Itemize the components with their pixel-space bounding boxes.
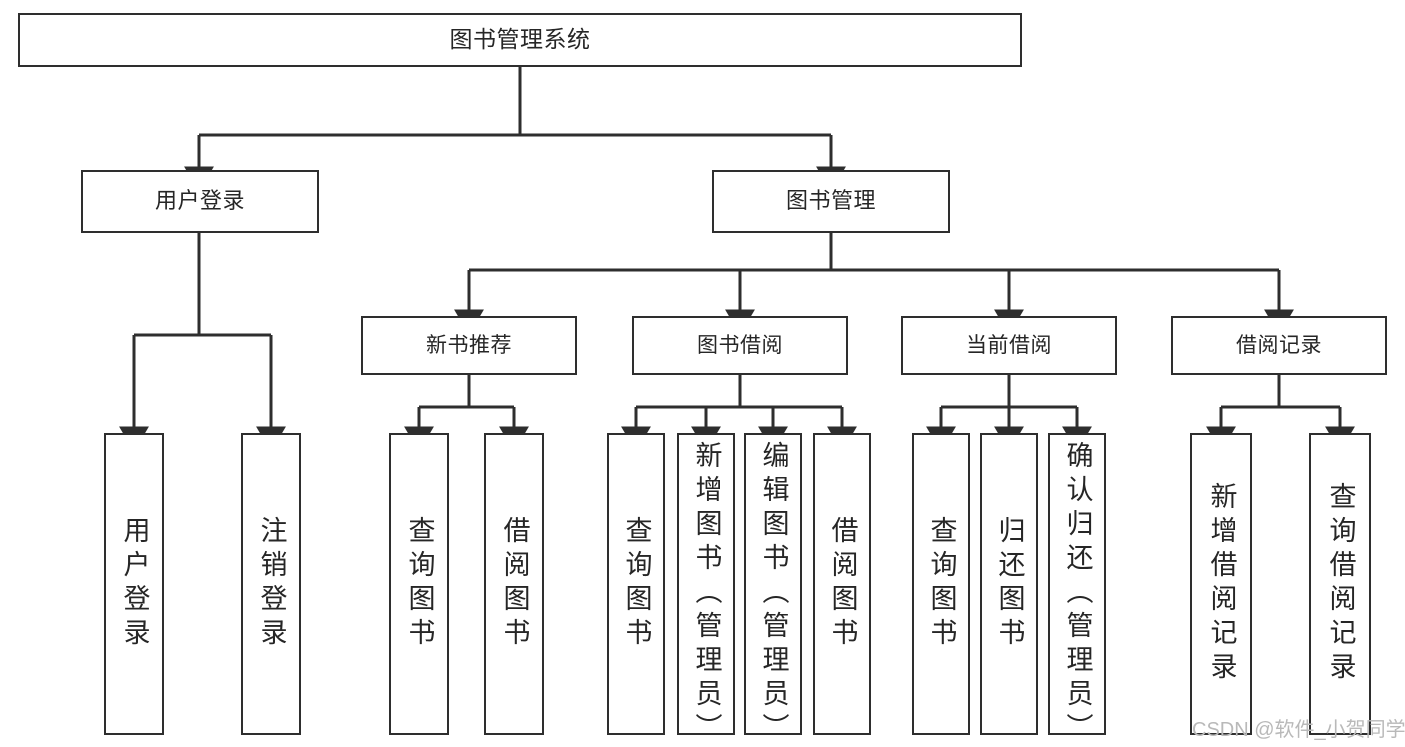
node-leaf-add-record-label: 新增借阅记录 (1206, 482, 1237, 686)
node-leaf-borrow-book-2-label: 借阅图书 (827, 516, 858, 652)
node-leaf-add-record[interactable]: 新增借阅记录 (1190, 433, 1252, 735)
node-leaf-confirm-return-label: 确认归还（管理员） (1062, 441, 1093, 747)
node-leaf-query-book-3-label: 查询图书 (926, 516, 957, 652)
node-book-management-label: 图书管理 (785, 188, 876, 214)
node-root-label: 图书管理系统 (449, 26, 591, 53)
node-leaf-logout-login[interactable]: 注销登录 (241, 433, 301, 735)
node-leaf-add-book[interactable]: 新增图书（管理员） (677, 433, 735, 747)
node-book-management[interactable]: 图书管理 (712, 170, 950, 233)
node-new-book-recommend-label: 新书推荐 (426, 333, 512, 357)
node-leaf-borrow-book-1[interactable]: 借阅图书 (484, 433, 544, 735)
node-book-borrow-label: 图书借阅 (697, 333, 783, 357)
node-borrow-record[interactable]: 借阅记录 (1171, 316, 1387, 375)
node-leaf-return-book[interactable]: 归还图书 (980, 433, 1038, 735)
node-leaf-borrow-book-1-label: 借阅图书 (499, 516, 530, 652)
node-leaf-edit-book-label: 编辑图书（管理员） (758, 441, 789, 747)
node-leaf-logout-login-label: 注销登录 (256, 516, 287, 652)
node-leaf-borrow-book-2[interactable]: 借阅图书 (813, 433, 871, 735)
node-borrow-record-label: 借阅记录 (1236, 333, 1322, 357)
node-current-borrow[interactable]: 当前借阅 (901, 316, 1117, 375)
node-leaf-add-book-label: 新增图书（管理员） (691, 441, 722, 747)
node-book-borrow[interactable]: 图书借阅 (632, 316, 848, 375)
node-leaf-query-record[interactable]: 查询借阅记录 (1309, 433, 1371, 735)
node-leaf-confirm-return[interactable]: 确认归还（管理员） (1048, 433, 1106, 747)
node-leaf-user-login[interactable]: 用户登录 (104, 433, 164, 735)
node-user-login[interactable]: 用户登录 (81, 170, 319, 233)
node-leaf-query-book-1[interactable]: 查询图书 (389, 433, 449, 735)
node-user-login-label: 用户登录 (154, 188, 245, 214)
node-current-borrow-label: 当前借阅 (966, 333, 1052, 357)
node-root[interactable]: 图书管理系统 (18, 13, 1022, 67)
node-leaf-query-book-2-label: 查询图书 (621, 516, 652, 652)
node-leaf-return-book-label: 归还图书 (994, 516, 1025, 652)
watermark-text: CSDN @软件_小贺同学 (1192, 719, 1405, 741)
node-leaf-edit-book[interactable]: 编辑图书（管理员） (744, 433, 802, 747)
node-leaf-query-book-3[interactable]: 查询图书 (912, 433, 970, 735)
node-leaf-query-book-2[interactable]: 查询图书 (607, 433, 665, 735)
node-leaf-query-record-label: 查询借阅记录 (1325, 482, 1356, 686)
node-new-book-recommend[interactable]: 新书推荐 (361, 316, 577, 375)
node-leaf-query-book-1-label: 查询图书 (404, 516, 435, 652)
node-leaf-user-login-label: 用户登录 (119, 516, 150, 652)
